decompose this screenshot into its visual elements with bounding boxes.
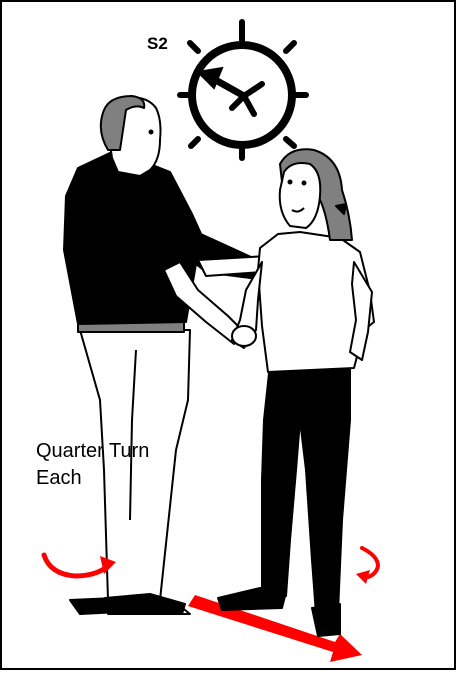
joined-hands bbox=[232, 326, 256, 346]
step-label: S2 bbox=[147, 34, 168, 54]
caption-line-1: Quarter Turn bbox=[36, 440, 149, 462]
caption-line-2: Each bbox=[36, 467, 82, 489]
